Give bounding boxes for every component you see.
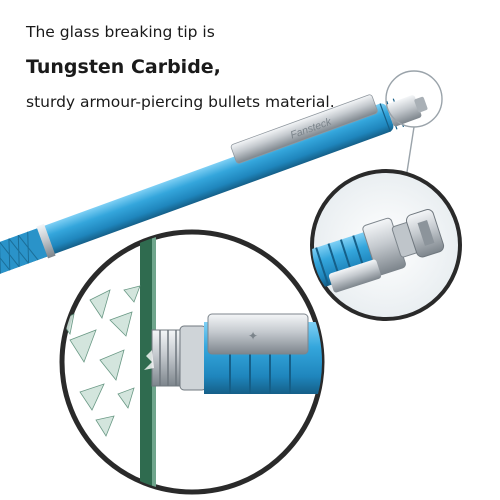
caption-line-1: The glass breaking tip is [26,23,215,41]
glass-pane [140,232,152,492]
caption-line-2: Tungsten Carbide, [26,56,221,78]
pen: Fansteck [0,94,428,281]
caption: The glass breaking tip is Tungsten Carbi… [26,14,466,114]
pen-clip [230,94,378,164]
pen-tip [414,96,428,113]
svg-text:✦: ✦ [248,329,258,343]
pen-band [36,223,56,259]
caption-line-3: sturdy armour-piercing bullets material. [26,93,335,111]
pen-grip-knurl [0,228,48,281]
glass-breaking-circle: ✦ [59,229,325,495]
tip-closeup-circle [310,169,462,321]
magnifier-pointer [385,70,443,173]
pen-barrel [0,103,394,279]
pen-tip-cap [386,95,422,127]
